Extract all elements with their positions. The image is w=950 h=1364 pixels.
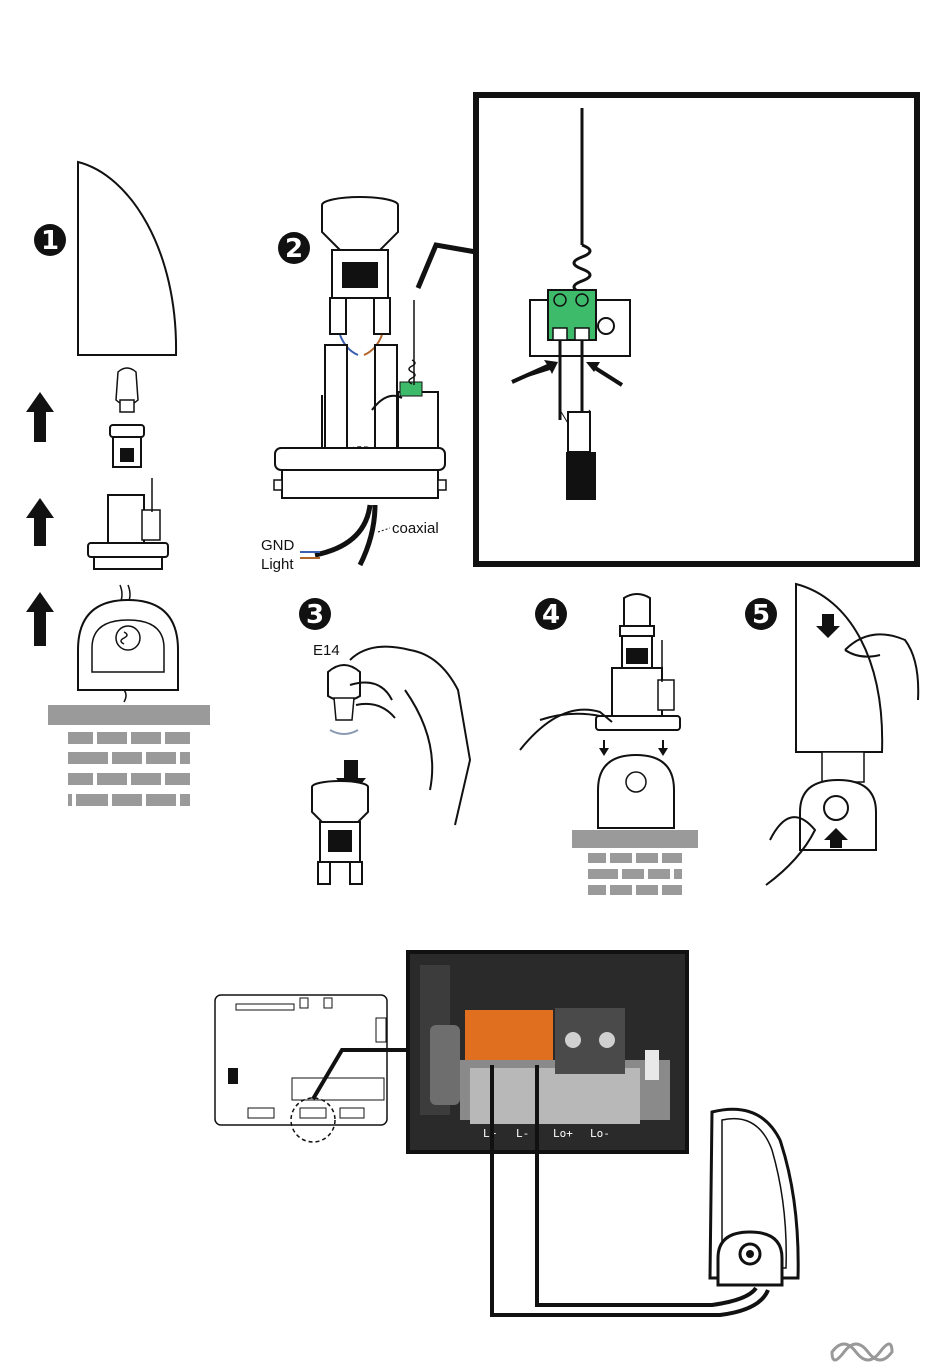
arrow-down-icon <box>658 748 668 756</box>
coaxial-label: coaxial <box>392 520 439 537</box>
base-connector <box>142 510 160 540</box>
e14-label: E14 <box>313 642 340 659</box>
lamp-cover <box>796 584 882 752</box>
brick-wall <box>48 705 210 806</box>
step-2-group: 2 coaxial GND Light <box>261 197 446 573</box>
terminal-label-l-plus: L+ <box>483 1127 497 1140</box>
arrow-up-icon <box>26 592 54 646</box>
mount-hole <box>116 626 140 650</box>
pcb-diagram: L+ L- Lo+ Lo- <box>215 952 798 1315</box>
step-5-group: 5 <box>745 584 918 885</box>
detail-callout-line <box>418 245 476 288</box>
gnd-label: GND <box>261 537 295 554</box>
terminal-label-lo-plus: Lo+ <box>553 1127 573 1140</box>
step-3-group: 3 E14 <box>299 598 470 884</box>
bulb-base <box>120 400 134 412</box>
base-plate <box>88 543 168 557</box>
terminal-highlight <box>465 1010 553 1060</box>
step-4-group: 4 <box>520 594 698 895</box>
pcb-board <box>215 995 387 1125</box>
socket-detail <box>120 448 134 462</box>
base-plate-2 <box>275 448 445 470</box>
step-3-number: 3 <box>306 600 324 630</box>
base-foot <box>94 557 162 569</box>
arrow-up-icon <box>26 498 54 546</box>
step-5-number: 5 <box>752 600 770 630</box>
socket-cup <box>322 205 398 250</box>
arrow-up-icon <box>26 392 54 442</box>
coax-jacket <box>566 452 596 500</box>
light-label: Light <box>261 556 294 573</box>
step-1-group: 1 <box>26 162 210 806</box>
rotate-icon <box>330 730 358 734</box>
socket-top <box>110 425 144 437</box>
step-4-number: 4 <box>542 600 560 630</box>
brick-wall <box>572 830 698 895</box>
antenna-detail-panel <box>418 95 917 564</box>
terminal-label-lo-minus: Lo- <box>590 1127 610 1140</box>
footer-logo-icon <box>832 1344 892 1360</box>
arrow-down-icon <box>599 748 609 756</box>
power-cable <box>315 505 370 555</box>
step-2-number: 2 <box>285 234 303 264</box>
terminal-label-l-minus: L- <box>516 1127 529 1140</box>
step-1-number: 1 <box>41 226 59 256</box>
lamp-cover <box>78 162 176 355</box>
base-post <box>108 495 144 545</box>
